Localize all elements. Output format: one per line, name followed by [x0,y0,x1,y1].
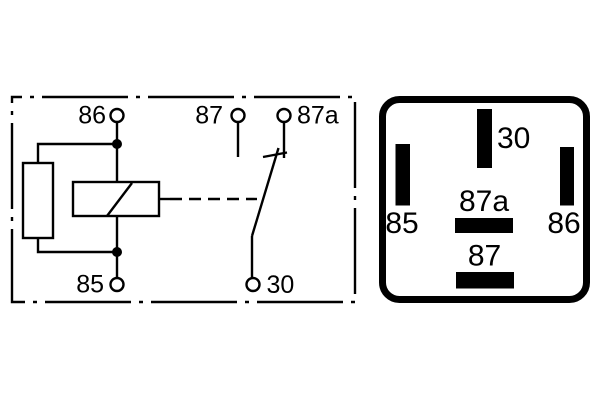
pin-85-label: 85 [385,207,418,240]
coil-symbol [71,180,161,218]
pin-87-label: 87 [468,240,501,273]
terminal-30-connector [245,276,261,293]
wire-resistor-branch [36,142,117,254]
pin-86-label: 86 [547,207,580,240]
terminal-30-label: 30 [267,271,295,299]
junction-dot-top [112,139,122,149]
terminal-87a-connector [276,107,292,124]
resistor-symbol [21,161,55,240]
pin-87a-label: 87a [459,185,509,218]
terminal-87-connector [230,107,246,124]
terminal-86-label: 86 [78,102,106,130]
circuit-schematic: 86 87 87a [10,95,357,304]
terminal-87-label: 87 [195,102,223,130]
switch-contact-tick [262,151,288,159]
switch-arm [250,147,280,237]
terminal-85-connector [109,276,125,293]
schematic-boundary-box [10,95,357,304]
pin-86-slot [560,147,574,206]
pin-30-label: 30 [497,122,530,155]
pin-87a-slot [455,218,513,233]
relay-body-outline [379,96,590,303]
pin-layout: 30 85 86 87a 87 [379,96,590,303]
pin-85-slot [395,144,410,206]
terminal-86-connector [109,107,125,124]
terminal-87a-label: 87a [297,102,339,130]
coil-slash [106,182,133,217]
pin-30-slot [477,109,492,168]
pin-87-slot [456,272,514,289]
terminal-85-label: 85 [76,271,104,299]
